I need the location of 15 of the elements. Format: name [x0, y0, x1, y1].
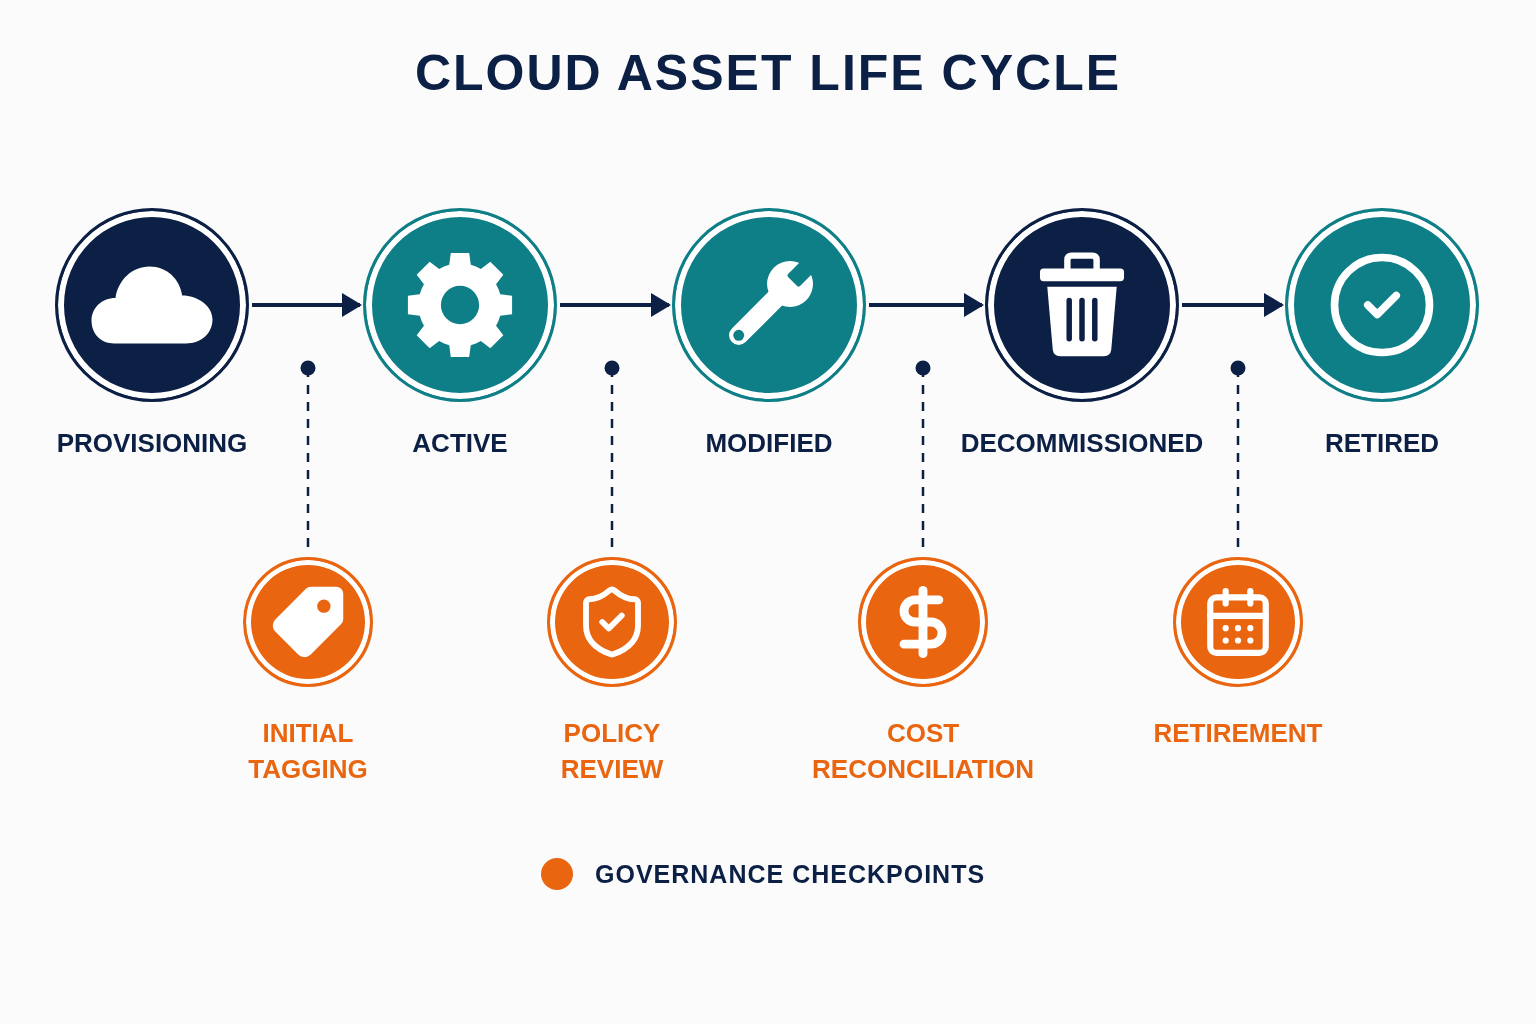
- stage-label: DECOMMISSIONED: [960, 428, 1204, 458]
- checkpoint-label: COST RECONCILIATION: [812, 717, 1034, 786]
- stage-label: ACTIVE: [412, 428, 508, 458]
- legend-label: GOVERNANCE CHECKPOINTS: [595, 859, 986, 890]
- diagram-title: CLOUD ASSET LIFE CYCLE: [414, 44, 1122, 102]
- checkpoint-label: POLICY REVIEW: [560, 717, 664, 786]
- stage-label: PROVISIONING: [56, 428, 248, 458]
- arrow: [560, 293, 671, 317]
- checkpoint-label: RETIREMENT: [1153, 717, 1323, 750]
- arrow: [1182, 293, 1284, 317]
- stage-label: MODIFIED: [705, 428, 833, 458]
- arrow: [869, 293, 984, 317]
- checkpoint-label: INITIAL TAGGING: [248, 717, 368, 786]
- arrow: [252, 293, 362, 317]
- stage-label: RETIRED: [1324, 428, 1440, 458]
